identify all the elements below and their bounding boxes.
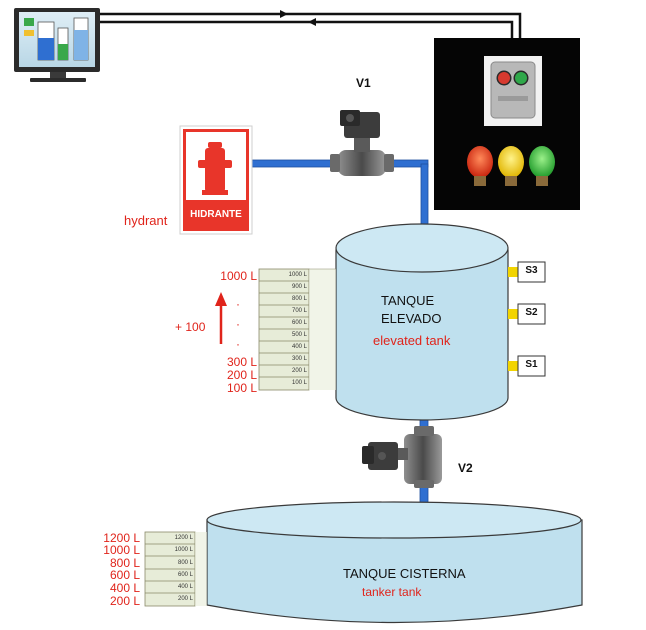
ellipsis-dot: · [236, 317, 240, 331]
cistern-scale-cell: 200 L [177, 596, 193, 602]
elevated-scale-cell: 200 L [291, 368, 307, 374]
elevated-outer-label: 200 L [226, 368, 257, 382]
cistern-scale-cell: 400 L [177, 584, 193, 590]
cistern-outer-label: 800 L [109, 556, 140, 570]
elevated-scale-cell: 400 L [291, 344, 307, 350]
increment-arrow-icon [215, 292, 227, 344]
cistern-scale-cell: 600 L [177, 572, 193, 578]
ellipsis-dot: · [236, 337, 240, 351]
control-panel [434, 38, 580, 210]
elevated-outer-label: 1000 L [220, 269, 257, 283]
sensor-s3-label: S3 [525, 265, 538, 276]
hydrant-caption: hydrant [124, 213, 168, 228]
cistern-outer-label: 400 L [109, 581, 140, 595]
cistern-outer-label: 1000 L [103, 543, 140, 557]
elevated-tank-title-line2: ELEVADO [381, 311, 442, 326]
elevated-tank-translation: elevated tank [373, 333, 451, 348]
cistern-outer-label: 1200 L [103, 531, 140, 545]
elevated-scale-cell: 100 L [291, 380, 307, 386]
sensor-s1-label: S1 [525, 359, 538, 370]
elevated-scale-cell: 700 L [291, 308, 307, 314]
monitor-icon [14, 8, 100, 82]
elevated-tank [335, 223, 509, 421]
elevated-scale-cell: 600 L [291, 320, 307, 326]
cistern-outer-label: 600 L [109, 568, 140, 582]
cistern-scale-cell: 800 L [177, 560, 193, 566]
elevated-tank-title-line1: TANQUE [381, 293, 435, 308]
step-label: + 100 [175, 320, 206, 334]
ellipsis-dot: · [236, 297, 240, 311]
cistern-tank-title: TANQUE CISTERNA [343, 566, 466, 581]
indicator-lights [467, 146, 555, 186]
elevated-outer-label: 100 L [226, 381, 257, 395]
cistern-scale-cell: 1200 L [174, 535, 193, 541]
valve-v2-icon [362, 426, 442, 488]
elevated-scale-cell: 1000 L [288, 272, 307, 278]
hydrant-sign [179, 125, 253, 235]
cistern-level-scale [144, 531, 207, 607]
valve-v1-icon [330, 110, 394, 176]
cistern-scale-cell: 1000 L [174, 547, 193, 553]
valve-v2-label: V2 [458, 461, 473, 475]
fire-hydrant-icon [198, 142, 232, 195]
cistern-outer-label: 200 L [109, 594, 140, 608]
valve-v1-label: V1 [356, 76, 371, 90]
elevated-scale-cell: 800 L [291, 296, 307, 302]
elevated-outer-label: 300 L [226, 355, 257, 369]
elevated-scale-cell: 900 L [291, 284, 307, 290]
elevated-scale-cell: 500 L [291, 332, 307, 338]
signal-cables [100, 10, 522, 38]
hydrant-sign-text: HIDRANTE [190, 209, 242, 220]
cistern-tank [206, 501, 583, 624]
cistern-tank-translation: tanker tank [362, 585, 422, 599]
pushbutton-box [484, 56, 542, 126]
elevated-level-scale [258, 268, 336, 391]
elevated-scale-cell: 300 L [291, 356, 307, 362]
level-sensors [508, 261, 546, 377]
sensor-s2-label: S2 [525, 307, 538, 318]
